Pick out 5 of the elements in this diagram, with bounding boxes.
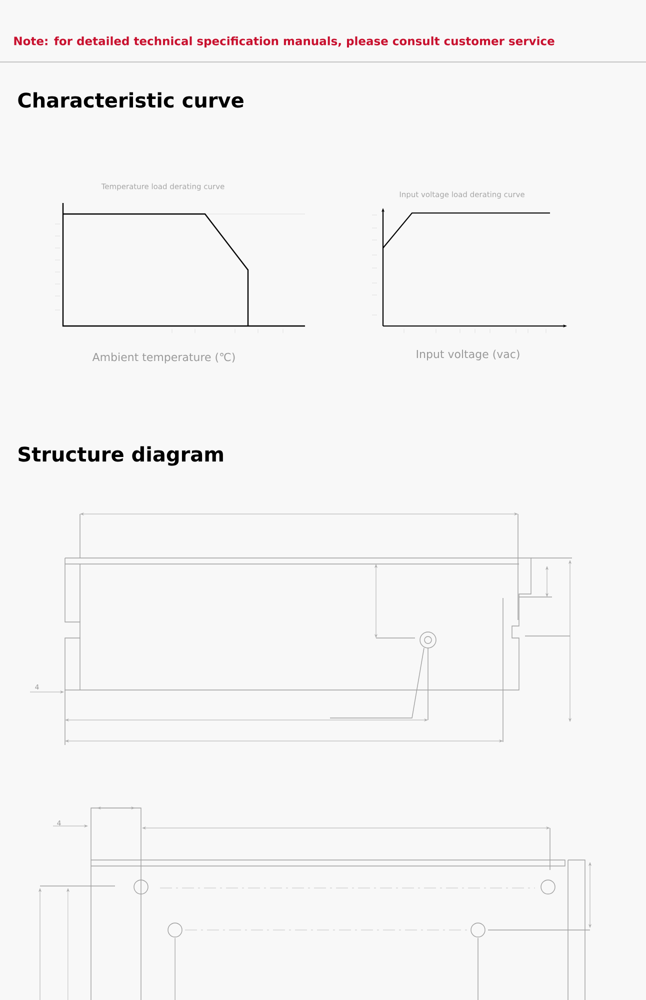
section-heading: Characteristic curve xyxy=(18,92,244,108)
axis-label: Input voltage (vac) xyxy=(416,350,520,360)
section-heading: Structure diagram xyxy=(18,446,223,466)
note-text: Note: for detailed technical specification manuals, please consult customer service xyxy=(14,36,554,48)
axis-label: Ambient temperature (℃) xyxy=(92,352,235,364)
